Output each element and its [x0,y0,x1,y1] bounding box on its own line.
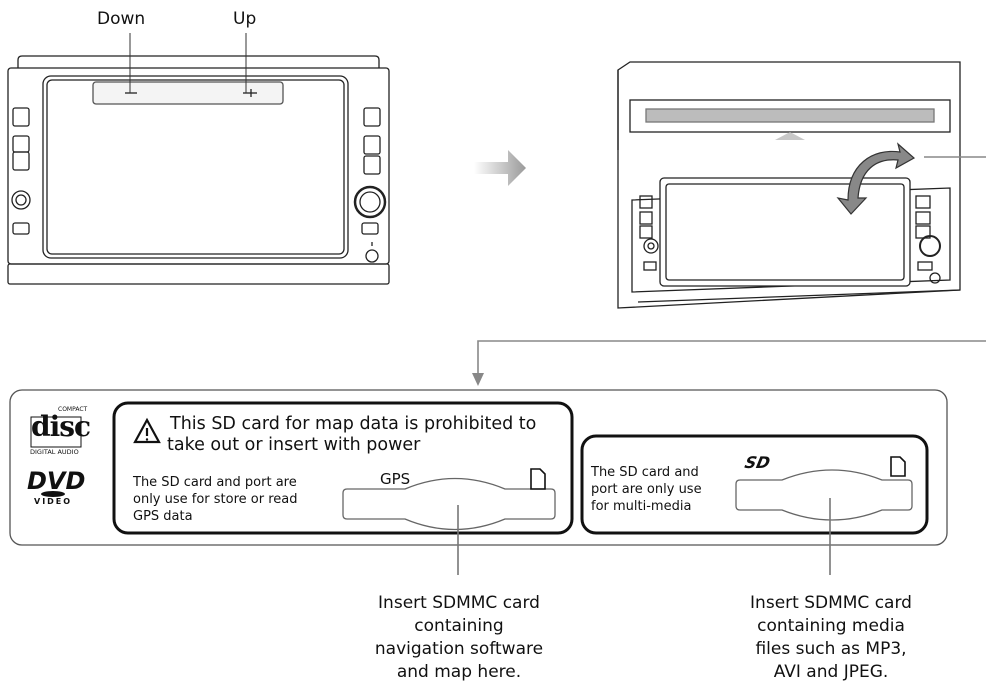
caption-media-line2: containing media [757,616,905,636]
compact-disc-logo-bottom: DIGITAL AUDIO [30,448,79,456]
caption-gps-line2: containing [414,616,504,636]
transition-arrow [474,150,526,186]
caption-gps: Insert SDMMC card containing navigation … [352,592,566,684]
caption-media-line1: Insert SDMMC card [750,593,912,613]
dvd-logo-video: VIDEO [34,497,73,506]
gps-slot-label: GPS [380,470,411,488]
sd-logo: SD [742,453,772,472]
head-unit-open [617,61,961,309]
label-down: Down [97,9,146,29]
slot-panel [9,389,948,575]
flip-arrow [836,142,916,215]
gps-note-line3: GPS data [133,509,193,524]
caption-media: Insert SDMMC card containing media files… [724,592,938,684]
label-up: Up [233,9,257,29]
caption-gps-line3: navigation software [374,639,544,659]
gps-warning-line1: This SD card for map data is prohibited … [170,414,537,434]
gps-warning-line2: take out or insert with power [167,435,421,455]
compact-disc-logo: disc [31,410,91,443]
dvd-logo: DVD [27,467,86,495]
compact-disc-logo-top: COMPACT [58,406,88,413]
caption-gps-line1: Insert SDMMC card [378,593,540,613]
gps-note-line2: only use for store or read [133,492,298,507]
head-unit-front [7,33,390,285]
caption-gps-line4: and map here. [396,662,522,682]
media-note-line1: The SD card and [591,465,699,480]
gps-note-line1: The SD card and port are [133,475,297,490]
media-note-line2: port are only use [591,482,702,497]
media-note-line3: for multi-media [591,499,692,514]
caption-media-line3: files such as MP3, [755,639,907,659]
connector-leader [472,156,986,386]
caption-media-line4: AVI and JPEG. [773,662,889,682]
